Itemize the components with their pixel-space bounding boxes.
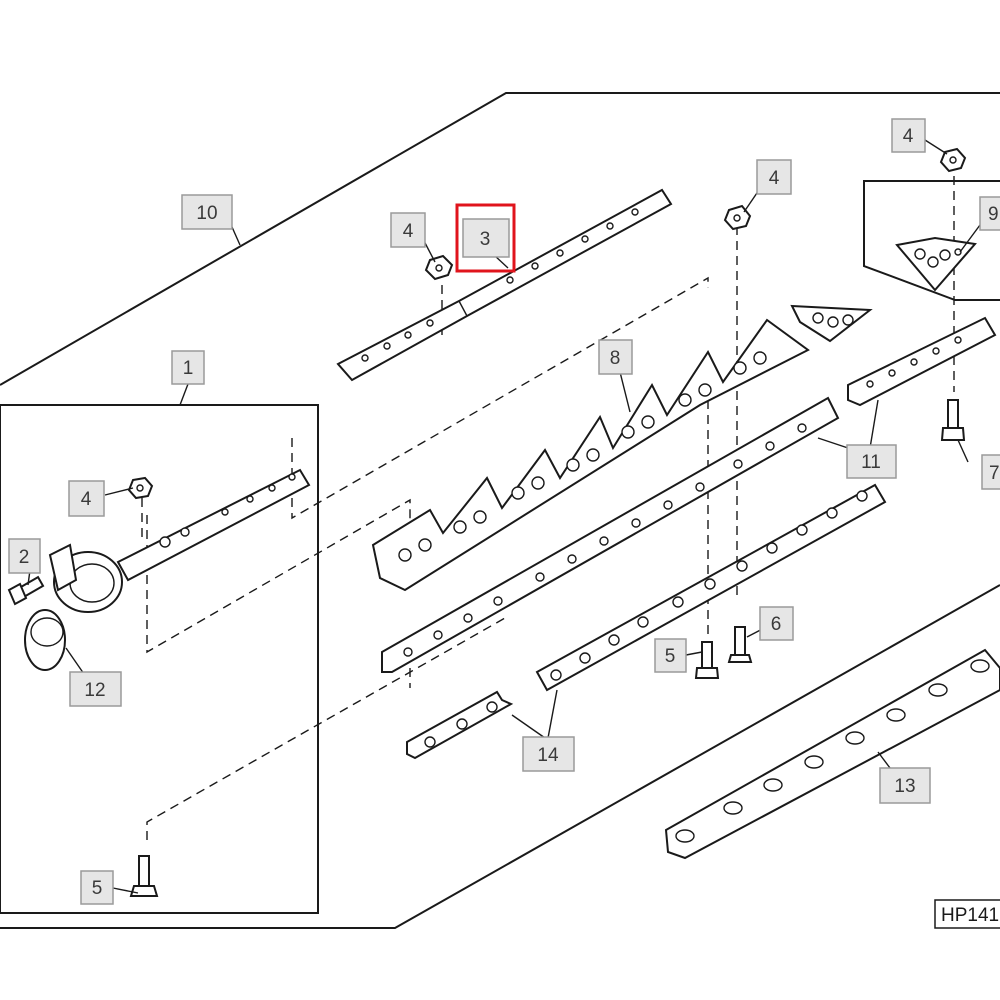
guard-bar	[664, 648, 1000, 860]
callout-5: 5	[654, 638, 687, 673]
nut-icon	[424, 254, 454, 281]
bolt-icon	[940, 399, 966, 441]
svg-text:HP141: HP141	[941, 905, 999, 926]
svg-text:4: 4	[769, 168, 780, 189]
bolt-icon	[727, 626, 753, 663]
callout-4: 4	[756, 159, 792, 195]
svg-text:6: 6	[771, 614, 782, 635]
loose-knife-section	[790, 304, 873, 343]
callout-12: 13	[879, 767, 931, 804]
bushing	[24, 609, 66, 671]
svg-text:5: 5	[92, 878, 103, 899]
svg-text:1: 1	[183, 358, 194, 379]
callout-1: 1	[171, 350, 205, 385]
knife-sections	[371, 318, 810, 592]
wear-strip-piece	[406, 690, 514, 760]
svg-text:8: 8	[610, 348, 621, 369]
callout-2: 2	[8, 538, 41, 574]
knife-bar-end	[847, 316, 997, 407]
svg-text:2: 2	[19, 547, 30, 568]
callout-4: 4	[68, 480, 105, 517]
svg-text:9: 9	[988, 204, 999, 225]
bolt-icon	[7, 575, 45, 606]
callout-13: 12	[69, 671, 122, 707]
callout-7: 7	[981, 454, 1000, 490]
callout-4: 4	[891, 118, 926, 153]
svg-text:10: 10	[196, 203, 217, 224]
callout-5: 5	[80, 870, 114, 905]
callout-11: 10	[181, 194, 233, 230]
svg-text:3: 3	[480, 229, 491, 250]
svg-text:11: 11	[861, 452, 881, 473]
svg-text:14: 14	[537, 745, 559, 766]
callout-10: 11	[846, 444, 897, 479]
leader-lines	[27, 139, 981, 894]
bolt-icon	[694, 641, 720, 679]
callout-8: 8	[598, 339, 633, 375]
figure-reference: HP141	[934, 899, 1000, 929]
inset-box	[0, 404, 319, 914]
callout-6: 6	[759, 606, 794, 641]
knife-bar	[381, 396, 840, 673]
knife-head-assembly	[48, 468, 311, 613]
svg-text:4: 4	[903, 126, 914, 147]
svg-text:4: 4	[81, 489, 92, 510]
callout-3: 3	[455, 203, 516, 273]
nut-icon	[127, 476, 154, 500]
callout-9: 9	[979, 196, 1000, 231]
svg-text:13: 13	[894, 776, 915, 797]
section-part-9	[895, 236, 977, 292]
svg-text:12: 12	[84, 680, 105, 701]
wear-strip	[535, 483, 887, 692]
assembly-frame	[0, 92, 1000, 929]
bolt-icon	[129, 855, 159, 897]
nut-icon	[939, 147, 967, 173]
callout-14: 14	[522, 736, 575, 772]
knife-back-bar	[336, 188, 673, 382]
callout-4: 4	[390, 212, 426, 248]
svg-text:4: 4	[403, 221, 414, 242]
inset-box-9	[863, 180, 1000, 301]
svg-text:7: 7	[989, 463, 1000, 484]
svg-text:5: 5	[665, 646, 676, 667]
highlight-box	[455, 203, 516, 273]
